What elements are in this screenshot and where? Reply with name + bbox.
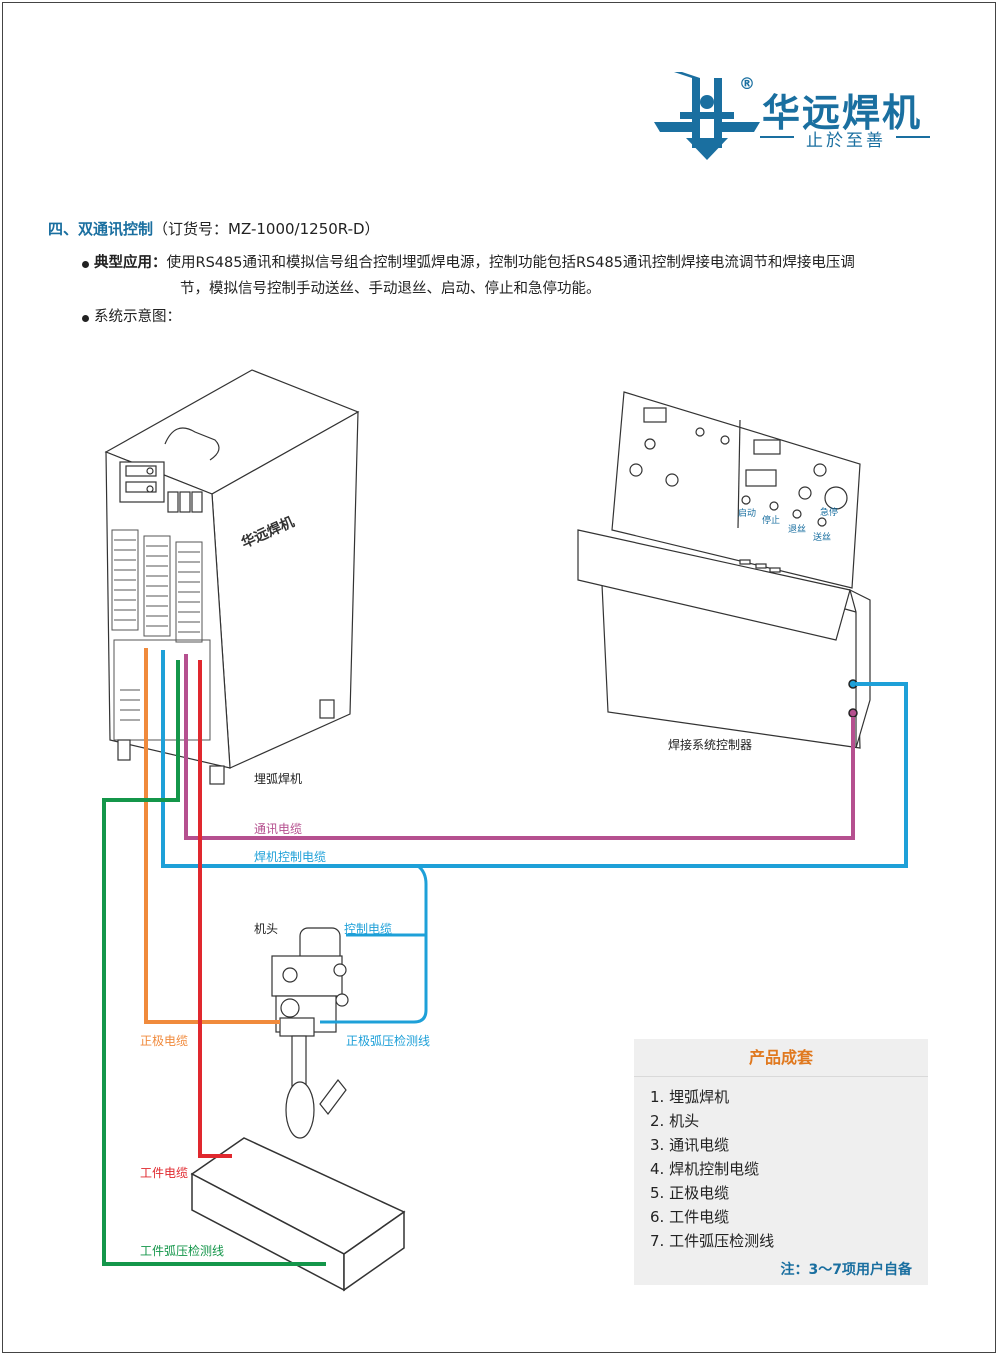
kit-note: 注：3～7项用户自备 <box>780 1262 912 1278</box>
comm-cable-line <box>184 654 855 840</box>
comm-cable-label: 通讯电缆 <box>254 822 303 836</box>
panel-feed-label: 送丝 <box>813 533 832 543</box>
kit-item: 2. 机头 <box>650 1112 700 1130</box>
panel-estop-label: 急停 <box>820 508 839 518</box>
welder-label: 埋弧焊机 <box>254 772 303 786</box>
welder-feet <box>117 699 335 785</box>
welder-control-cable-label: 焊机控制电缆 <box>254 850 327 864</box>
section-order-number: （订货号：MZ-1000/1250R-D） <box>153 220 380 238</box>
section-heading-title: 四、双通讯控制 <box>48 220 154 238</box>
kit-item: 5. 正极电缆 <box>650 1184 730 1202</box>
bullet-dot <box>82 260 89 268</box>
kit-item: 3. 通讯电缆 <box>650 1136 730 1154</box>
kit-list: 1. 埋弧焊机 2. 机头 3. 通讯电缆 4. 焊机控制电缆 5. 正极电缆 … <box>650 1085 774 1253</box>
brand-name: 华远焊机 <box>762 91 923 135</box>
positive-cable-label: 正极电缆 <box>140 1034 189 1048</box>
kit-item: 4. 焊机控制电缆 <box>650 1160 760 1178</box>
head-label: 机头 <box>254 922 279 936</box>
registered-mark: ® <box>739 74 755 93</box>
kit-item: 6. 工件电缆 <box>650 1208 730 1226</box>
bullet-dot <box>82 314 89 322</box>
control-cable-label: 控制电缆 <box>344 922 393 936</box>
panel-retract-label: 退丝 <box>788 525 807 535</box>
positive-sense-label: 正极弧压检测线 <box>346 1034 431 1048</box>
kit-item: 1. 埋弧焊机 <box>650 1088 730 1106</box>
bullet-typical-application: 典型应用：使用RS485通讯和模拟信号组合控制埋弧焊电源，控制功能包括RS485… <box>82 251 855 272</box>
positive-cable-line <box>144 648 280 1024</box>
kit-title: 产品成套 <box>634 1039 928 1077</box>
panel-start-label: 启动 <box>738 509 757 519</box>
controller-label: 焊接系统控制器 <box>668 738 753 752</box>
work-cable-line <box>198 660 232 1158</box>
welder-control-cable-line <box>161 650 908 868</box>
workpiece-illustration <box>190 1137 406 1292</box>
work-sense-label: 工件弧压检测线 <box>140 1244 225 1258</box>
section-heading: 四、双通讯控制（订货号：MZ-1000/1250R-D） <box>48 218 380 239</box>
controller-cabinet-illustration <box>577 391 871 749</box>
bullet2-text: 系统示意图： <box>94 309 181 325</box>
product-kit-box: 产品成套 1. 埋弧焊机 2. 机头 3. 通讯电缆 4. 焊机控制电缆 5. … <box>634 1039 928 1285</box>
bullet1-line2: 节，模拟信号控制手动送丝、手动退丝、启动、停止和急停功能。 <box>180 281 601 297</box>
slogan-rule-left <box>760 136 794 138</box>
brand-logo-icon <box>654 72 760 160</box>
panel-stop-label: 停止 <box>762 516 781 526</box>
control-cable-line <box>320 864 428 1024</box>
work-sense-line <box>102 660 326 1266</box>
work-cable-label: 工件电缆 <box>140 1166 189 1180</box>
bullet-system-diagram: 系统示意图： <box>82 305 181 326</box>
brand-slogan: 止於至善 <box>806 131 886 151</box>
slogan-rule-right <box>896 136 930 138</box>
welder-vent-grilles <box>111 529 211 741</box>
bullet1-line1: 使用RS485通讯和模拟信号组合控制埋弧焊电源，控制功能包括RS485通讯控制焊… <box>166 255 855 271</box>
bullet1-lead: 典型应用： <box>94 255 167 271</box>
kit-item: 7. 工件弧压检测线 <box>650 1232 775 1250</box>
welding-head-illustration <box>271 927 349 1139</box>
